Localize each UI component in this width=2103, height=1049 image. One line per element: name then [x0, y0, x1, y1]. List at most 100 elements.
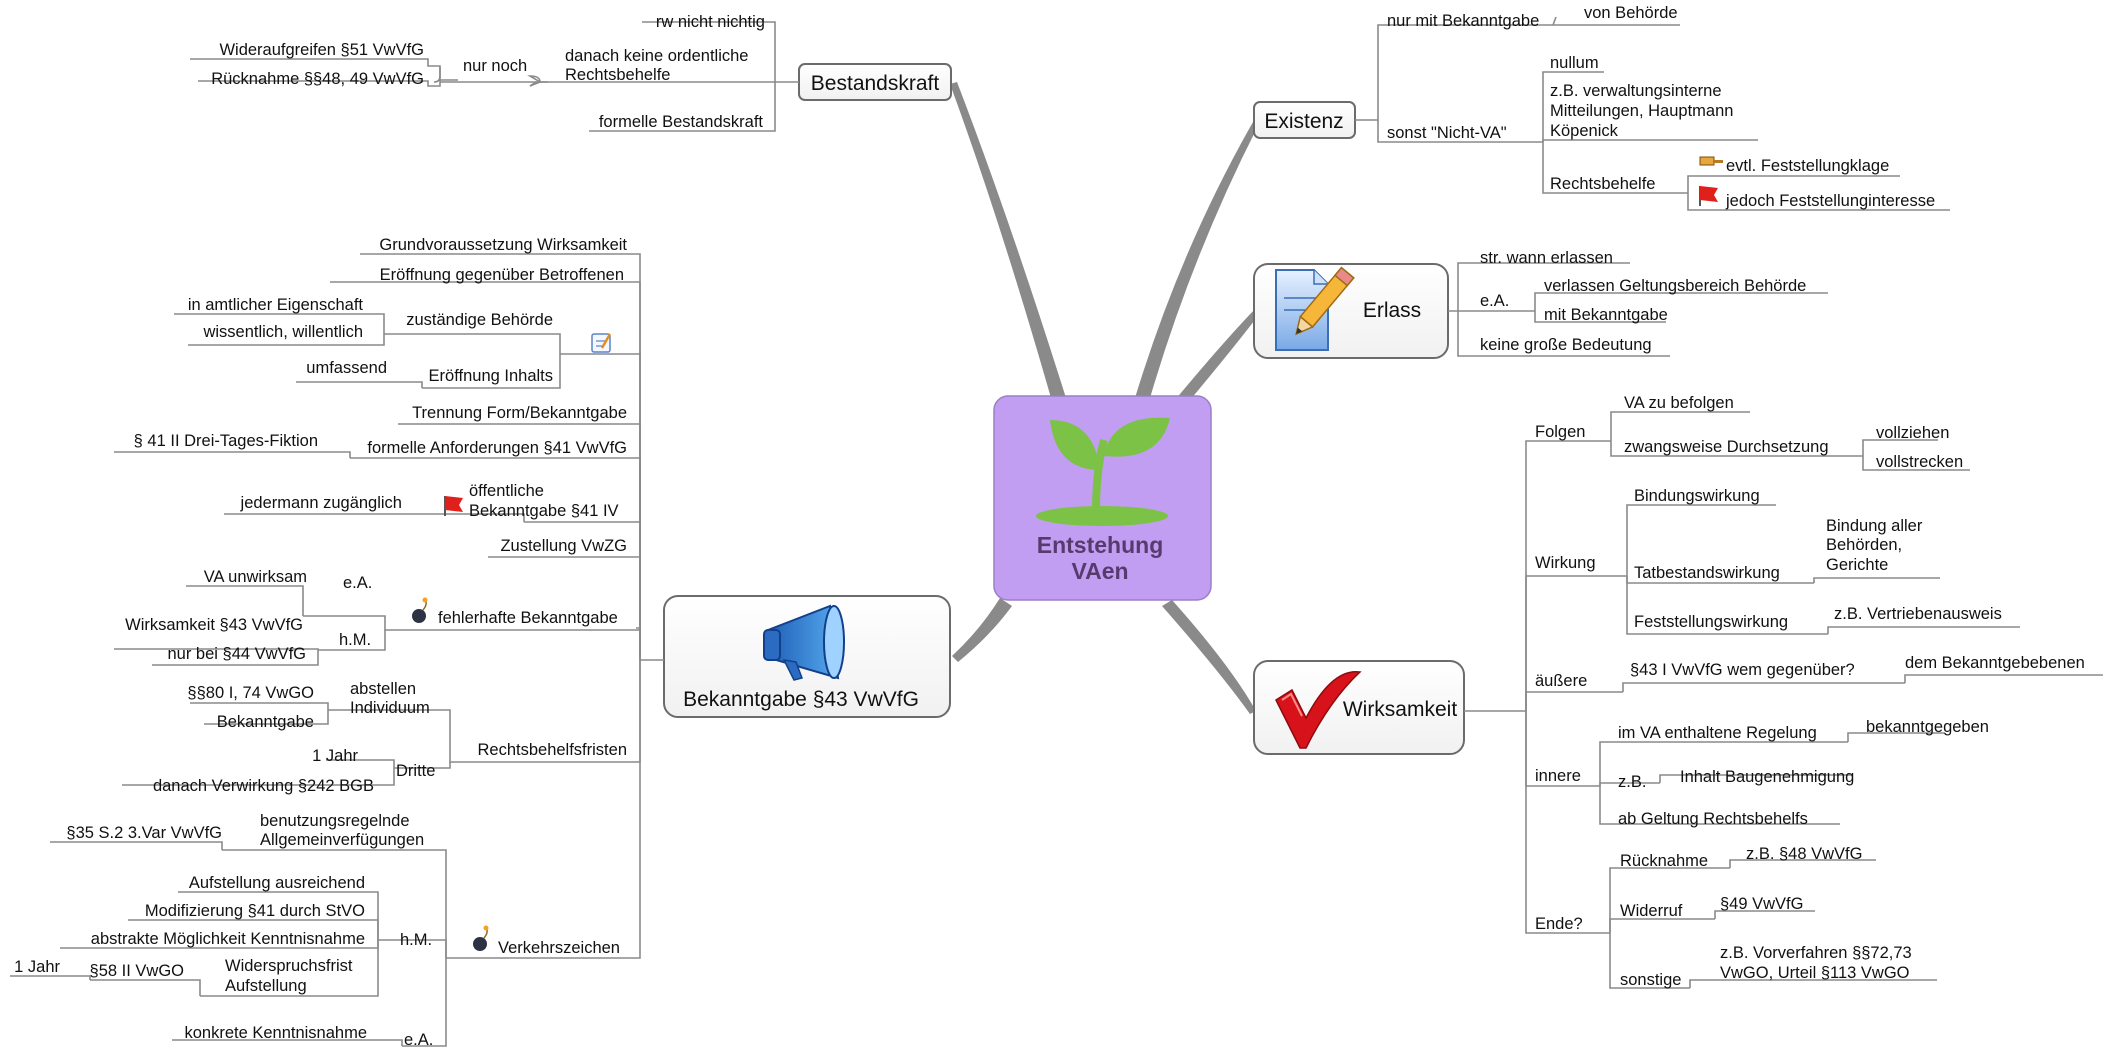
node-erlass[interactable]: Erlass [1253, 263, 1449, 359]
checkmark-icon [1275, 671, 1362, 749]
fehler-ea: e.A. [343, 574, 372, 592]
feststellungswirkung: Feststellungswirkung [1634, 613, 1788, 631]
red-flag-icon [444, 496, 463, 516]
im-va-enthaltene-regelung: im VA enthaltene Regelung [1618, 724, 1817, 742]
oeffentliche-bekanntgabe-2: Bekanntgabe §41 IV [469, 502, 619, 520]
bindung-aller-1: Bindung aller [1826, 517, 1923, 535]
innere-zb: z.B. [1618, 773, 1646, 791]
va-unwirksam: VA unwirksam [204, 568, 307, 586]
sonst-nicht-va: sonst "Nicht-VA" [1387, 124, 1507, 142]
danach-keine-2: Rechtsbehelfe [565, 66, 671, 84]
mit-bekanntgabe: mit Bekanntgabe [1544, 306, 1668, 324]
vertriebenenausweis: z.B. Vertriebenausweis [1834, 605, 2002, 623]
zb-verwaltungsintern-2: Mitteilungen, Hauptmann [1550, 102, 1733, 120]
abstellen-1: abstellen [350, 680, 416, 698]
jedermann-zugaenglich: jedermann zugänglich [240, 494, 402, 512]
erlass-ea: e.A. [1480, 292, 1509, 310]
bekanntgabe-frist: Bekanntgabe [217, 713, 314, 731]
rechtsbehelfsfristen: Rechtsbehelfsfristen [478, 741, 628, 759]
danach-keine-1: danach keine ordentliche [565, 47, 748, 65]
wirksamkeit-43: Wirksamkeit §43 VwVfG [125, 616, 303, 634]
folgen: Folgen [1535, 423, 1585, 441]
bestandskraft-label: Bestandskraft [811, 72, 940, 95]
central-title-line1: Entstehung [1037, 532, 1164, 558]
abstellen-2: Individuum [350, 699, 430, 717]
vorverfahren-2: VwGO, Urteil §113 VwGO [1720, 964, 1910, 982]
ende: Ende? [1535, 915, 1583, 933]
jedoch-feststellungsinteresse: jedoch Feststellunginteresse [1725, 192, 1935, 210]
evtl-feststellungsklage: evtl. Feststellungklage [1726, 157, 1889, 175]
main-connectors [950, 82, 1261, 714]
fehler-hm: h.M. [339, 631, 371, 649]
bomb-icon [412, 597, 428, 623]
grundvoraussetzung: Grundvoraussetzung Wirksamkeit [379, 236, 627, 254]
wiederaufgreifen: Wideraufgreifen §51 VwVfG [219, 41, 424, 59]
vorverfahren-1: z.B. Vorverfahren §§72,73 [1720, 944, 1912, 962]
central-node[interactable]: Entstehung VAen [993, 395, 1212, 601]
modifizierung-41: Modifizierung §41 durch StVO [145, 902, 365, 920]
ein-jahr: 1 Jahr [312, 747, 358, 765]
ruecknahme-4849: Rücknahme §§48, 49 VwVfG [211, 70, 424, 88]
nullum: nullum [1550, 54, 1599, 72]
innere: innere [1535, 767, 1581, 785]
sprout-icon [1036, 417, 1170, 526]
str-wann-erlassen: str. wann erlassen [1480, 249, 1613, 267]
zb-verwaltungsintern-3: Köpenick [1550, 122, 1619, 140]
abstrakte-moeglichkeit: abstrakte Möglichkeit Kenntnisnahme [91, 930, 365, 948]
megaphone-icon [763, 604, 845, 681]
verlassen-geltungsbereich: verlassen Geltungsbereich Behörde [1544, 277, 1806, 295]
p80-74-vwgo: §§80 I, 74 VwGO [187, 684, 314, 702]
verkehr-hm: h.M. [400, 931, 432, 949]
node-existenz[interactable]: Existenz [1253, 101, 1356, 139]
bekanntgegeben: bekanntgegeben [1866, 718, 1989, 736]
existenz-rechtsbehelfe: Rechtsbehelfe [1550, 175, 1656, 193]
umfassend: umfassend [306, 359, 387, 377]
inhalt-baugenehmigung: Inhalt Baugenehmigung [1680, 768, 1854, 786]
wissentlich-willentlich: wissentlich, willentlich [202, 323, 363, 341]
zustellung-vwzg: Zustellung VwZG [500, 537, 627, 555]
aeussere: äußere [1535, 672, 1587, 690]
connector-lines [10, 16, 2103, 1047]
fehlerhafte-bekanntgabe: fehlerhafte Bekanntgabe [438, 609, 618, 627]
central-title-line2: VAen [1071, 558, 1128, 584]
erlass-label: Erlass [1363, 299, 1421, 322]
widerspruchsfrist-1: Widerspruchsfrist [225, 957, 353, 975]
nur-bei-44: nur bei §44 VwVfG [168, 645, 307, 663]
verkehrszeichen: Verkehrszeichen [498, 939, 620, 957]
gavel-icon [1699, 156, 1723, 166]
bomb-icon [473, 925, 489, 951]
benutzungsregelnde-2: Allgemeinverfügungen [260, 831, 424, 849]
ein-jahr-2: 1 Jahr [14, 958, 60, 976]
p35-s2: §35 S.2 3.Var VwVfG [66, 824, 222, 842]
widerruf: Widerruf [1620, 902, 1683, 920]
drei-tages-fiktion: § 41 II Drei-Tages-Fiktion [134, 432, 318, 450]
zustaendige-behoerde: zuständige Behörde [406, 311, 553, 329]
node-bestandskraft[interactable]: Bestandskraft [798, 63, 952, 101]
formelle-anforderungen: formelle Anforderungen §41 VwVfG [367, 439, 627, 457]
konkrete-kenntnisnahme: konkrete Kenntnisnahme [184, 1024, 367, 1042]
formelle-bestandskraft: formelle Bestandskraft [599, 113, 764, 131]
document-pencil-icon [1275, 266, 1355, 351]
p43-wem-gegenueber: §43 I VwVfG wem gegenüber? [1630, 661, 1855, 679]
rw-nicht-nichtig: rw nicht nichtig [656, 13, 765, 31]
wirksamkeit-label: Wirksamkeit [1343, 698, 1457, 721]
ruecknahme: Rücknahme [1620, 852, 1708, 870]
nur-noch: nur noch [463, 57, 527, 75]
bindung-aller-3: Gerichte [1826, 556, 1888, 574]
zb-verwaltungsintern-1: z.B. verwaltungsinterne [1550, 82, 1722, 100]
ab-geltung-rechtsbehelfs: ab Geltung Rechtsbehelfs [1618, 810, 1808, 828]
node-wirksamkeit[interactable]: Wirksamkeit [1253, 660, 1465, 755]
aufstellung-ausreichend: Aufstellung ausreichend [189, 874, 365, 892]
vollstrecken: vollstrecken [1876, 453, 1963, 471]
bekanntgabe-branch: Grundvoraussetzung Wirksamkeit Eröffnung… [14, 236, 627, 1049]
node-bekanntgabe[interactable]: Bekanntgabe §43 VwVfG [663, 595, 951, 718]
existenz-label: Existenz [1264, 110, 1343, 133]
keine-grosse-bedeutung: keine große Bedeutung [1480, 336, 1652, 354]
va-zu-befolgen: VA zu befolgen [1624, 394, 1734, 412]
amtliche-eigenschaft: in amtlicher Eigenschaft [188, 296, 364, 314]
dritte: Dritte [396, 762, 435, 780]
bekanntgabe-label: Bekanntgabe §43 VwVfG [683, 688, 919, 711]
von-behoerde: von Behörde [1584, 4, 1678, 22]
widerspruchsfrist-2: Aufstellung [225, 977, 307, 995]
bindungswirkung: Bindungswirkung [1634, 487, 1760, 505]
